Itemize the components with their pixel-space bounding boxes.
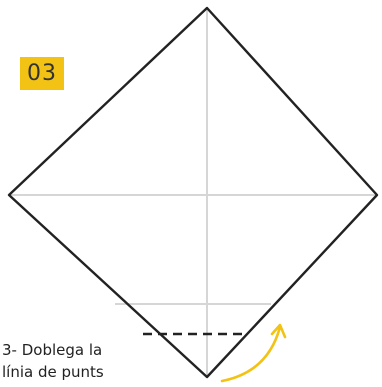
instruction-text: 3- Doblega la línia de punts: [2, 339, 104, 383]
curved-arrow-up-right-icon: [220, 323, 287, 383]
instruction-line-1: 3- Doblega la: [2, 341, 103, 359]
step-badge: 03: [20, 57, 64, 90]
instruction-line-2: línia de punts: [2, 363, 104, 381]
step-number: 03: [27, 60, 57, 86]
paper-diamond-outline: [7, 6, 379, 379]
